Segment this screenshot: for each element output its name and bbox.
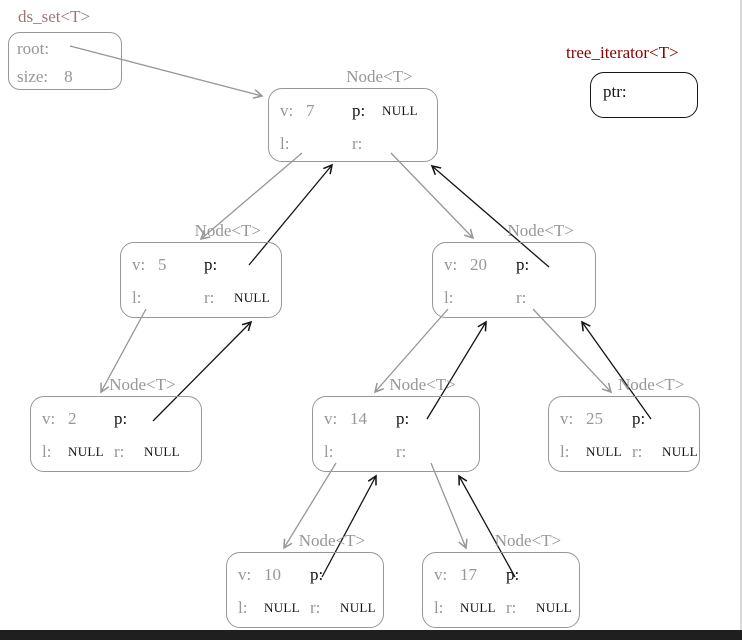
tree-node-20: Node<T> v: 20 p: l: r: <box>432 221 596 318</box>
field-r-label: r: <box>632 441 643 461</box>
node-row-lr: l: r: NULL <box>121 281 281 314</box>
field-l-label: l: <box>132 287 142 307</box>
field-l-label: l: <box>434 597 444 617</box>
field-l-value: NULL <box>68 443 104 459</box>
field-l-label: l: <box>444 287 454 307</box>
field-r-label: r: <box>506 597 517 617</box>
field-v-value: 10 <box>264 564 281 584</box>
node-row-lr: l: NULL r: NULL <box>227 591 383 624</box>
field-p-label: p: <box>506 564 520 584</box>
tree-node-14: Node<T> v: 14 p: l: r: <box>312 375 480 472</box>
tree-node-10: Node<T> v: 10 p: l: NULL r: NULL <box>226 531 384 628</box>
field-v-value: 14 <box>350 408 367 428</box>
node-row-vp: v: 25 p: <box>549 402 699 435</box>
tree-iterator-title: tree_iterator<T> <box>566 43 679 62</box>
tree-node-7: Node<T> v: 7 p: NULL l: r: <box>268 67 438 162</box>
field-v-label: v: <box>444 254 458 274</box>
field-r-value: NULL <box>234 289 270 305</box>
field-p-value: NULL <box>382 102 418 118</box>
edge-14r-to-17 <box>430 462 468 550</box>
tree-node-5: Node<T> v: 5 p: l: r: NULL <box>120 221 282 318</box>
node-row-lr: l: NULL r: NULL <box>549 435 699 468</box>
field-p-label: p: <box>396 408 410 428</box>
ds-set-title: ds_set<T> <box>18 7 91 26</box>
node-row-lr: l: r: <box>313 435 479 468</box>
node-row-lr: l: NULL r: NULL <box>423 591 579 624</box>
field-r-value: NULL <box>662 443 698 459</box>
field-p-label: p: <box>310 564 324 584</box>
window-bottom-edge <box>0 630 742 640</box>
node-row-vp: v: 2 p: <box>31 402 201 435</box>
node-type-label: Node<T> <box>109 375 176 394</box>
field-r-label: r: <box>114 441 125 461</box>
node-row-vp: v: 5 p: <box>121 248 281 281</box>
field-r-value: NULL <box>536 599 572 615</box>
size-field-value: 8 <box>64 67 73 86</box>
ds-set-box: root: size: 8 <box>8 32 122 90</box>
node-type-label: Node<T> <box>194 221 261 240</box>
field-v-label: v: <box>324 408 338 428</box>
node-row-vp: v: 7 p: NULL <box>269 94 437 127</box>
node-row-lr: l: r: <box>433 281 595 314</box>
node-row-vp: v: 20 p: <box>433 248 595 281</box>
tree-node-2: Node<T> v: 2 p: l: NULL r: NULL <box>30 375 202 472</box>
tree-node-17: Node<T> v: 17 p: l: NULL r: NULL <box>422 531 580 628</box>
field-p-label: p: <box>352 100 366 120</box>
node-type-label: Node<T> <box>346 67 413 86</box>
field-v-label: v: <box>238 564 252 584</box>
node-type-label: Node<T> <box>618 375 685 394</box>
window-right-edge <box>740 0 742 630</box>
node-row-vp: v: 14 p: <box>313 402 479 435</box>
field-v-value: 2 <box>68 408 77 428</box>
node-row-lr: l: r: <box>269 127 437 160</box>
field-l-value: NULL <box>264 599 300 615</box>
field-r-value: NULL <box>144 443 180 459</box>
node-type-label: Node<T> <box>389 375 456 394</box>
field-v-label: v: <box>42 408 56 428</box>
node-type-label: Node<T> <box>298 531 366 550</box>
field-l-value: NULL <box>460 599 496 615</box>
field-v-value: 5 <box>158 254 167 274</box>
node-row-vp: v: 17 p: <box>423 558 579 591</box>
field-r-value: NULL <box>340 599 376 615</box>
field-l-label: l: <box>324 441 334 461</box>
field-v-label: v: <box>560 408 574 428</box>
field-v-label: v: <box>434 564 448 584</box>
ptr-field-label: ptr: <box>603 82 627 101</box>
field-p-label: p: <box>632 408 646 428</box>
field-p-label: p: <box>516 254 530 274</box>
root-field-label: root: <box>17 39 50 58</box>
ds-set-size-field: size: 8 <box>9 61 121 89</box>
node-row-lr: l: NULL r: NULL <box>31 435 201 468</box>
field-l-label: l: <box>280 133 290 153</box>
size-field-label: size: <box>17 67 49 86</box>
edge-20r-to-25 <box>532 308 613 394</box>
edge-7r-to-20 <box>390 152 475 240</box>
field-r-label: r: <box>204 287 215 307</box>
node-type-label: Node<T> <box>494 531 562 550</box>
field-l-value: NULL <box>586 443 622 459</box>
field-r-label: r: <box>516 287 527 307</box>
field-l-label: l: <box>560 441 570 461</box>
field-r-label: r: <box>396 441 407 461</box>
field-p-label: p: <box>114 408 128 428</box>
tree-node-25: Node<T> v: 25 p: l: NULL r: NULL <box>548 375 700 472</box>
field-v-label: v: <box>280 100 294 120</box>
field-l-label: l: <box>42 441 52 461</box>
field-v-value: 17 <box>460 564 477 584</box>
field-v-value: 7 <box>306 100 315 120</box>
field-v-value: 20 <box>470 254 487 274</box>
field-l-label: l: <box>238 597 248 617</box>
node-row-vp: v: 10 p: <box>227 558 383 591</box>
field-v-value: 25 <box>586 408 603 428</box>
node-type-label: Node<T> <box>507 221 574 240</box>
tree-iterator-box: ptr: <box>590 72 698 118</box>
field-r-label: r: <box>310 597 321 617</box>
field-r-label: r: <box>352 133 363 153</box>
field-p-label: p: <box>204 254 218 274</box>
field-v-label: v: <box>132 254 146 274</box>
ds-set-root-field: root: <box>9 33 121 61</box>
